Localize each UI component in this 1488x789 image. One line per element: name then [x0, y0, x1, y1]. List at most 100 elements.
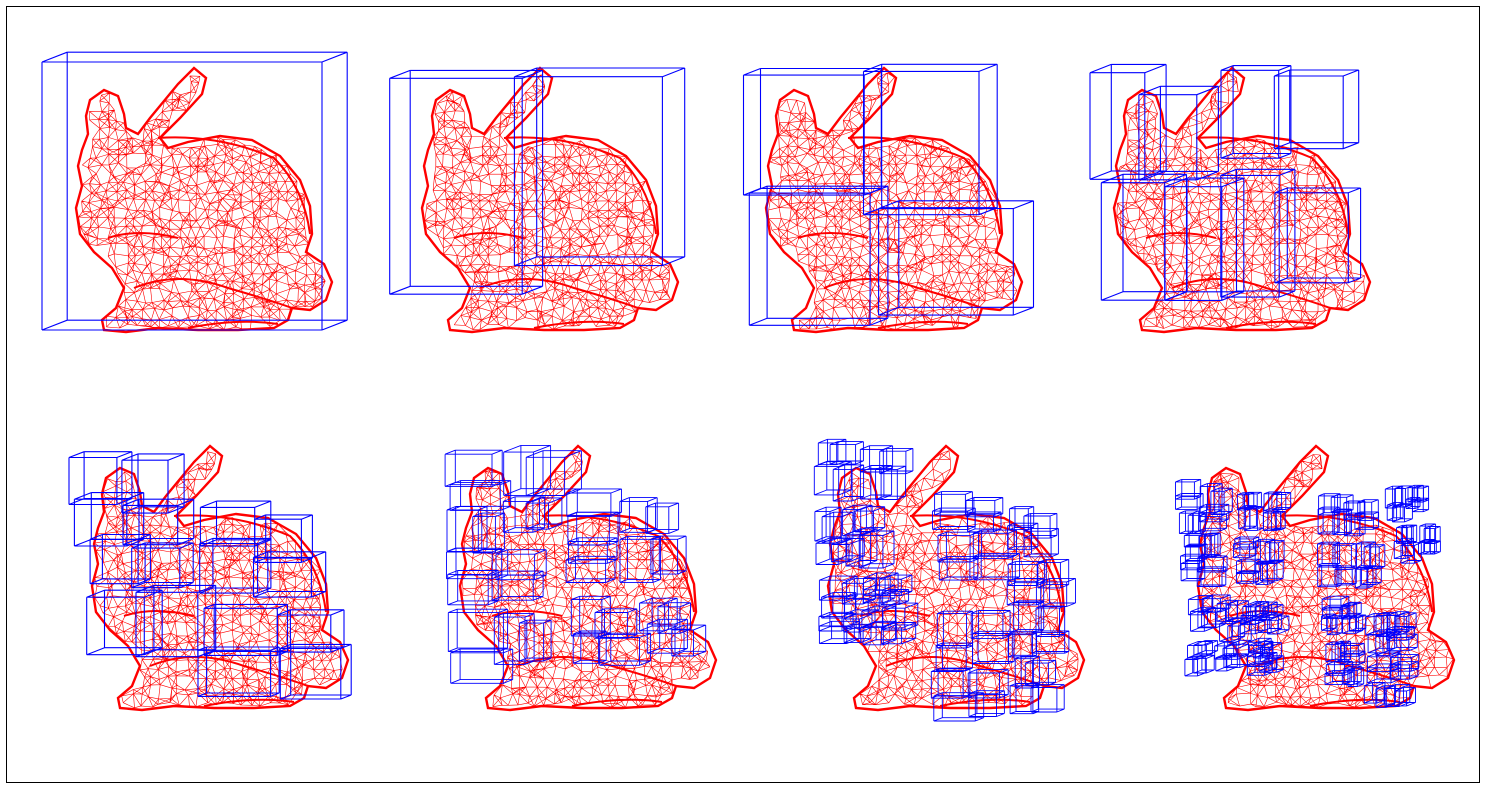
bvh-panel-level-3: [714, 32, 1054, 352]
bounding-box: [1031, 630, 1070, 654]
bunny-contour: [173, 514, 327, 613]
bunny-bvh-view: [1089, 63, 1372, 334]
bounding-box: [1220, 168, 1296, 298]
bounding-box: [1220, 65, 1292, 159]
bounding-box: [650, 535, 687, 575]
bunny-wireframe: [78, 75, 326, 330]
bvh-boxes: [813, 438, 1076, 722]
bounding-box: [1389, 661, 1419, 680]
bunny-outline: [74, 66, 334, 334]
bunny-contour: [571, 698, 663, 707]
bunny-contour: [157, 136, 311, 235]
bvh-panel-level-7: [776, 410, 1116, 730]
bounding-box: [68, 451, 133, 506]
bounding-box: [503, 444, 552, 496]
bounding-box: [1394, 687, 1416, 707]
bunny-contour: [797, 232, 869, 239]
bunny-outline: [458, 444, 718, 712]
bounding-box: [854, 506, 886, 533]
bounding-box: [1412, 497, 1430, 513]
bounding-box: [389, 69, 544, 295]
bunny-contour: [823, 278, 983, 309]
bunny-contour: [133, 278, 293, 309]
bounding-box: [513, 67, 686, 267]
bunny-contour: [491, 610, 563, 617]
bounding-box: [131, 542, 194, 589]
bunny-contour: [939, 698, 1031, 707]
bounding-box: [818, 611, 854, 632]
bunny-contour: [203, 698, 295, 707]
bunny-mesh: [1112, 66, 1372, 334]
bvh-boxes: [389, 67, 686, 295]
bounding-box: [1023, 527, 1059, 558]
bounding-box: [199, 537, 272, 594]
bvh-panel-level-6: [408, 410, 748, 730]
bounding-box: [646, 618, 688, 654]
bounding-box: [1342, 601, 1362, 617]
bounding-box: [1423, 540, 1441, 555]
bunny-bvh-view: [1175, 444, 1456, 712]
bvh-panel-level-1: [24, 32, 364, 352]
bounding-box: [1274, 187, 1362, 284]
bunny-bvh-view: [41, 51, 348, 334]
bounding-box: [1321, 595, 1350, 611]
bounding-box: [1193, 640, 1219, 656]
bounding-box: [748, 185, 889, 326]
bounding-box: [881, 602, 919, 631]
bunny-contour: [453, 232, 525, 239]
bounding-box: [1396, 524, 1414, 544]
bounding-box: [1100, 173, 1188, 301]
bounding-box: [1354, 511, 1380, 530]
bounding-box: [970, 610, 1011, 639]
bounding-box: [1339, 650, 1366, 665]
bounding-box: [1199, 503, 1230, 523]
bounding-box: [671, 624, 707, 657]
bounding-box: [829, 441, 864, 465]
bounding-box: [446, 547, 503, 580]
bunny-wireframe: [768, 72, 1018, 330]
bunny-bvh-view: [389, 66, 686, 334]
bounding-box: [934, 491, 973, 516]
bounding-box: [1266, 615, 1290, 635]
bunny-contour: [1225, 320, 1317, 329]
bounding-box: [1384, 683, 1411, 707]
bounding-box: [1164, 177, 1245, 301]
bounding-box: [858, 530, 895, 569]
bounding-box: [967, 669, 1009, 699]
bunny-outline: [1112, 66, 1372, 334]
bounding-box: [1400, 542, 1422, 564]
bounding-box: [1196, 566, 1227, 587]
bounding-box: [1089, 63, 1167, 180]
bunny-contour: [503, 136, 657, 235]
bounding-box: [1035, 605, 1066, 637]
bvh-panel-level-8: [1146, 410, 1486, 730]
bounding-box: [1270, 511, 1286, 531]
bunny-contour: [1309, 698, 1401, 707]
bounding-box: [639, 597, 678, 632]
bounding-box: [879, 447, 914, 475]
bounding-box: [1233, 541, 1257, 559]
bounding-box: [859, 465, 893, 500]
bounding-box: [1197, 555, 1228, 573]
bunny-mesh: [420, 66, 680, 334]
bvh-boxes: [41, 51, 348, 331]
bounding-box: [1391, 503, 1413, 523]
bounding-box: [1255, 561, 1275, 586]
bounding-box: [1023, 512, 1058, 539]
bunny-bvh-view: [68, 444, 352, 712]
bunny-contour: [877, 320, 969, 329]
bounding-box: [1334, 567, 1357, 586]
bunny-contour: [479, 278, 639, 309]
bounding-box: [1006, 578, 1045, 606]
bounding-box: [619, 535, 661, 583]
bounding-box: [1260, 560, 1284, 582]
bunny-mesh: [90, 444, 350, 712]
bounding-box: [121, 453, 185, 514]
bounding-box: [1321, 613, 1337, 631]
bounding-box: [1387, 633, 1418, 652]
bounding-box: [1197, 608, 1226, 629]
bunny-contour: [123, 610, 195, 617]
bvh-boxes: [444, 444, 707, 684]
bounding-box: [1175, 478, 1202, 500]
bounding-box: [493, 613, 535, 665]
